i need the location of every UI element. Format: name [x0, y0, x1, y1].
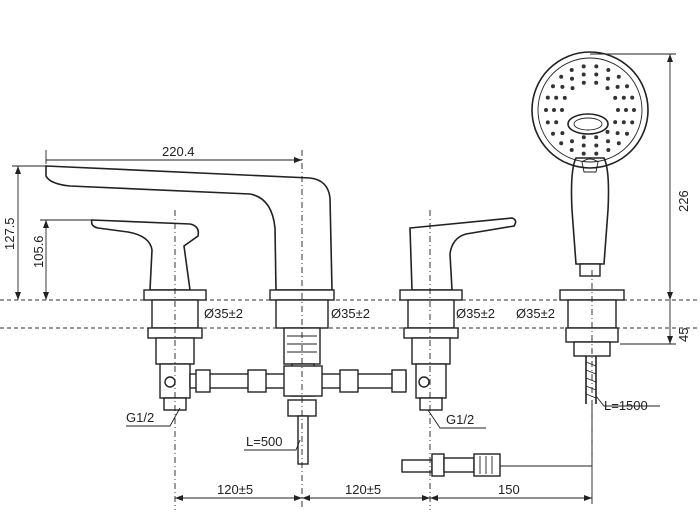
- nozzle-dot: [613, 95, 618, 100]
- nozzle-dot: [606, 68, 611, 72]
- nozzle-dot: [544, 108, 548, 112]
- nozzle-dot: [594, 72, 599, 77]
- nozzle-dot: [569, 148, 574, 152]
- nozzle-dot: [605, 129, 610, 134]
- nozzle-dot: [569, 68, 574, 72]
- nozzle-dot: [625, 84, 629, 89]
- nozzle-dot: [581, 64, 586, 69]
- label-hose-shower: L=1500: [604, 398, 648, 413]
- nozzle-dot: [554, 120, 559, 125]
- nozzle-dot: [570, 86, 575, 91]
- label-thread-right: G1/2: [446, 412, 474, 427]
- nozzle-dot: [616, 141, 621, 146]
- nozzle-dot: [621, 95, 626, 100]
- nozzle-dot: [594, 135, 599, 140]
- nozzle-dot: [632, 108, 636, 112]
- connecting-pipes: [189, 365, 407, 397]
- nozzle-dot: [625, 131, 629, 136]
- shower-hose-connector: [401, 453, 501, 477]
- nozzle-dot: [616, 108, 620, 112]
- dim-spacing-left: 120±5: [217, 482, 253, 497]
- nozzle-dot: [630, 120, 635, 125]
- nozzle-dot: [560, 84, 565, 89]
- nozzle-dot: [606, 148, 611, 152]
- nozzle-dot: [551, 131, 555, 136]
- nozzle-dot: [581, 151, 586, 156]
- nozzle-dot: [605, 86, 610, 91]
- nozzle-dot: [562, 95, 567, 100]
- nozzle-dot: [552, 108, 556, 112]
- dim-handle-height: 105.6: [31, 235, 46, 268]
- nozzle-dot: [615, 84, 620, 89]
- left-valve: [90, 219, 207, 411]
- nozzle-dot: [594, 151, 599, 156]
- nozzle-dot: [594, 80, 599, 85]
- dim-diameter-left: Ø35±2: [204, 306, 243, 321]
- nozzle-dot: [613, 120, 618, 125]
- nozzle-dot: [606, 76, 610, 81]
- dim-diameter-center: Ø35±2: [331, 306, 370, 321]
- nozzle-dot: [570, 76, 574, 81]
- dim-shower-height: 226: [676, 190, 691, 212]
- nozzle-dot: [581, 80, 586, 85]
- nozzle-dot: [594, 143, 599, 148]
- nozzle-dot: [560, 131, 565, 136]
- dimension-lines: [12, 53, 676, 504]
- dim-spacing-shower: 150: [498, 482, 520, 497]
- nozzle-dot: [581, 135, 586, 140]
- dimension-arrows: [15, 54, 673, 501]
- center-lines: [174, 150, 593, 510]
- dim-diameter-shower: Ø35±2: [516, 306, 555, 321]
- nozzle-dot: [545, 120, 550, 125]
- dim-spout-length: 220.4: [162, 144, 195, 159]
- nozzle-dot: [545, 95, 550, 100]
- nozzle-dot: [551, 84, 555, 89]
- nozzle-dot: [606, 139, 610, 144]
- right-valve: [399, 217, 517, 411]
- nozzle-dot: [559, 141, 564, 146]
- nozzle-dot: [624, 108, 628, 112]
- nozzle-dot: [615, 131, 620, 136]
- shower-nozzles: [544, 64, 636, 156]
- nozzle-dot: [581, 72, 586, 77]
- dim-deck-thickness: 45: [676, 328, 691, 342]
- nozzle-dot: [559, 74, 564, 79]
- nozzle-dot: [570, 139, 574, 144]
- label-thread-left: G1/2: [126, 410, 154, 425]
- nozzle-dot: [581, 143, 586, 148]
- nozzle-dot: [621, 120, 626, 125]
- dim-diameter-right: Ø35±2: [456, 306, 495, 321]
- nozzle-dot: [554, 95, 559, 100]
- dim-total-height: 127.5: [2, 217, 17, 250]
- nozzle-dot: [594, 64, 599, 69]
- nozzle-dot: [630, 95, 635, 100]
- nozzle-dot: [560, 108, 564, 112]
- dim-spacing-right: 120±5: [345, 482, 381, 497]
- label-hose-center: L=500: [246, 434, 283, 449]
- hand-shower: [531, 51, 649, 404]
- nozzle-dot: [616, 74, 621, 79]
